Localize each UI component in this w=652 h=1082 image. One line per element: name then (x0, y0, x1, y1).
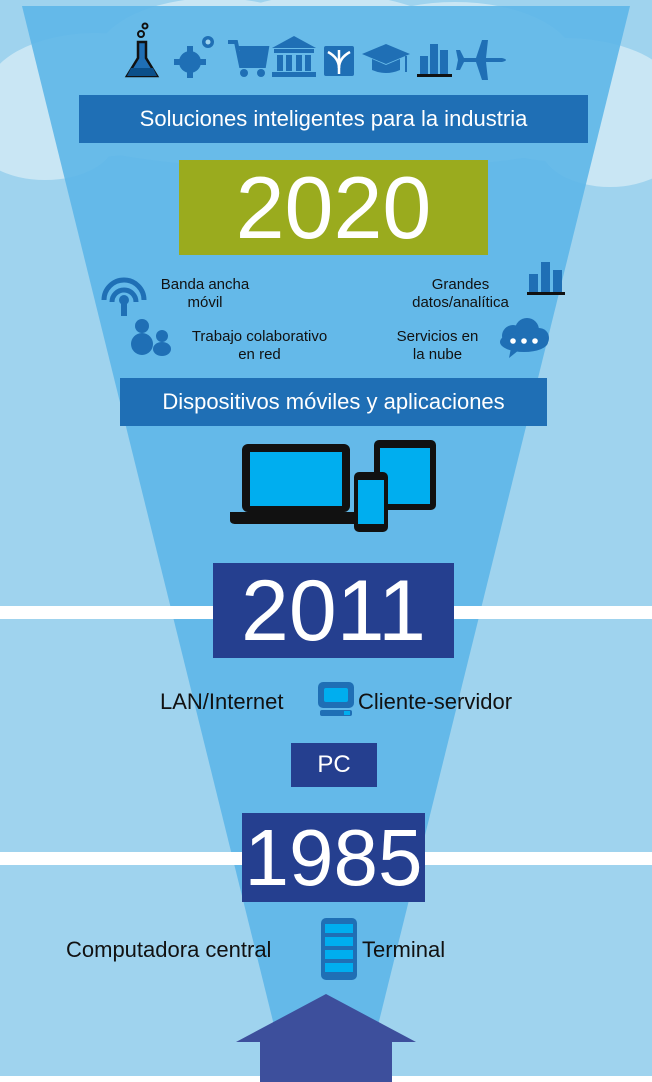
feature-mobile-broadband: Banda ancha móvil (150, 276, 260, 312)
mobile-devices-illustration (230, 440, 436, 532)
feature-line-1: Trabajo colaborativo (191, 328, 328, 345)
mainframe-label: Computadora central (66, 937, 272, 962)
year-2011-label: 2011 (241, 562, 426, 659)
gears-icon (174, 36, 214, 78)
mobile-apps-banner: Dispositivos móviles y aplicaciones (120, 378, 547, 426)
flask-icon (124, 22, 160, 78)
pc-banner: PC (291, 743, 377, 787)
feature-line-2: en red (238, 346, 281, 363)
lan-internet-label: LAN/Internet (160, 689, 284, 714)
feature-line-1: Banda ancha (160, 276, 250, 293)
desktop-computer-icon (318, 682, 354, 716)
feature-line-2: la nube (412, 346, 463, 363)
cloud-chat-icon (500, 318, 549, 358)
year-2011-badge: 2011 (213, 563, 454, 658)
feature-line-1: Grandes (431, 276, 490, 293)
year-2020-badge: 2020 (179, 160, 488, 255)
wireless-signal-icon (101, 277, 147, 316)
header-title: Soluciones inteligentes para la industri… (139, 106, 528, 131)
tablet-icon (374, 440, 436, 510)
feature-line-2: móvil (187, 294, 223, 311)
mobile-apps-label: Dispositivos móviles y aplicaciones (162, 389, 505, 414)
feature-cloud-services: Servicios en la nube (380, 328, 495, 364)
medical-caduceus-icon (324, 46, 354, 76)
client-server-label: Cliente-servidor (358, 689, 513, 714)
feature-line-2: datos/analítica (412, 294, 509, 311)
phone-icon (354, 472, 388, 532)
funnel-shape (22, 6, 630, 1082)
year-2020-label: 2020 (235, 157, 432, 257)
industry-icons-row (124, 22, 506, 80)
year-1985-label: 1985 (244, 812, 423, 902)
terminal-label: Terminal (362, 937, 446, 962)
people-icon (131, 319, 171, 356)
shopping-cart-icon (228, 40, 270, 77)
bank-icon (272, 36, 316, 77)
pc-label: PC (317, 751, 351, 778)
header-banner: Soluciones inteligentes para la industri… (79, 95, 588, 143)
feature-line-1: Servicios en (396, 328, 479, 345)
server-tower-icon (321, 918, 357, 980)
feature-collaborative-work: Trabajo colaborativo en red (172, 328, 347, 364)
bar-chart-icon (527, 262, 565, 295)
up-arrow (236, 994, 416, 1082)
airplane-icon (456, 40, 506, 80)
graduation-cap-icon (362, 44, 410, 73)
feature-big-data: Grandes datos/analítica (398, 276, 523, 312)
bar-chart-icon (417, 44, 452, 77)
laptop-icon (230, 444, 362, 524)
year-1985-badge: 1985 (242, 813, 425, 902)
